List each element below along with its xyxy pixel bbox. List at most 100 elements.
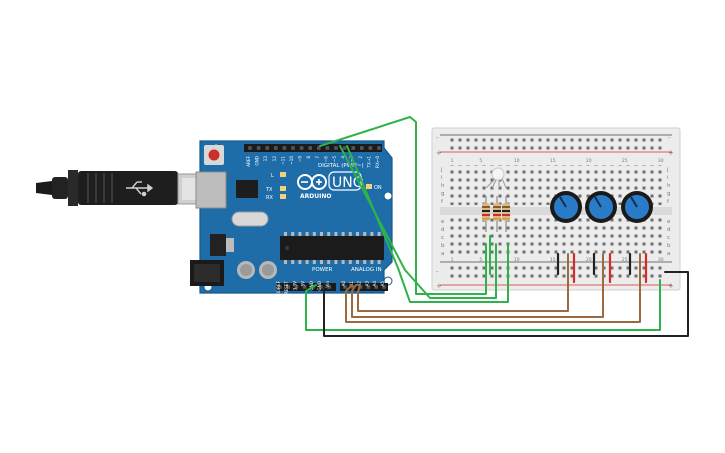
power-pin-hole[interactable] xyxy=(294,285,299,289)
analog-pin-label: A1 xyxy=(349,281,354,287)
digital-pin-hole[interactable] xyxy=(265,146,269,150)
digital-pin-label: 2 xyxy=(358,156,363,159)
power-pin-label: RESET xyxy=(284,281,289,295)
breadboard-row-letter: e xyxy=(667,219,671,225)
breadboard-column-number: 1 xyxy=(451,257,454,263)
power-pin-label: GND xyxy=(309,281,314,291)
brown-wire[interactable] xyxy=(345,253,641,323)
digital-pin-label: ~9 xyxy=(298,156,303,163)
breadboard-column-number: 15 xyxy=(550,158,556,164)
rgb-led[interactable] xyxy=(485,167,507,189)
resistor[interactable] xyxy=(493,196,501,232)
digital-pin-label: 13 xyxy=(263,156,268,162)
resistor[interactable] xyxy=(502,196,510,232)
digital-pin-hole[interactable] xyxy=(248,146,252,150)
digital-pin-label: 8 xyxy=(306,156,311,159)
green-wire[interactable] xyxy=(319,116,487,295)
digital-pin-hole[interactable] xyxy=(342,146,347,150)
potentiometer[interactable] xyxy=(621,191,653,223)
digital-pin-hole[interactable] xyxy=(377,146,381,150)
analog-pin-hole[interactable] xyxy=(358,285,363,289)
breadboard-column-number: 15 xyxy=(550,257,556,263)
l-led-label: L xyxy=(271,173,274,179)
green-wire[interactable] xyxy=(346,145,509,303)
digital-header[interactable] xyxy=(244,144,382,152)
power-pin-hole[interactable] xyxy=(302,285,307,289)
breadboard-row-letter: f xyxy=(667,199,670,205)
analog-pin-hole[interactable] xyxy=(366,285,371,289)
power-pin-hole[interactable] xyxy=(278,285,282,289)
power-pin-label: Vin xyxy=(325,281,330,288)
brown-wire[interactable] xyxy=(357,253,569,312)
resistors[interactable] xyxy=(482,196,510,232)
analog-header[interactable] xyxy=(340,283,388,291)
breadboard-row-letter: i xyxy=(441,175,443,181)
atmega-chip xyxy=(280,232,384,264)
power-pin-hole[interactable] xyxy=(319,285,323,289)
power-pin-hole[interactable] xyxy=(327,285,331,289)
green-wire[interactable] xyxy=(339,145,497,299)
breadboard-column-number: 25 xyxy=(622,158,628,164)
breadboard-row-letter: e xyxy=(441,219,445,225)
digital-pin-label: ~10 xyxy=(289,156,294,165)
voltage-regulator xyxy=(210,234,226,256)
digital-header-label: DIGITAL (PWM~) xyxy=(318,163,364,169)
breadboard-column-number: 5 xyxy=(479,158,482,164)
rail-plus-bottom-right: + xyxy=(668,282,674,290)
l-led xyxy=(280,172,286,177)
breadboard-column-number: 25 xyxy=(622,257,628,263)
usb-chip xyxy=(236,180,258,198)
breadboard-row-letter: d xyxy=(441,227,445,233)
analog-pin-hole[interactable] xyxy=(343,285,347,289)
reset-button[interactable] xyxy=(204,145,224,165)
power-pin-hole[interactable] xyxy=(286,285,290,289)
digital-pin-hole[interactable] xyxy=(368,146,373,150)
analog-pin-hole[interactable] xyxy=(382,285,386,289)
crystal-oscillator xyxy=(231,211,269,227)
analog-pin-hole[interactable] xyxy=(374,285,378,289)
breadboard-row-letter: d xyxy=(667,227,671,233)
digital-pin-hole[interactable] xyxy=(274,146,278,150)
rx-led xyxy=(280,194,286,199)
potentiometer[interactable] xyxy=(585,191,617,223)
rail-minus-top: - xyxy=(436,134,439,142)
bottom-power-rail[interactable] xyxy=(448,266,664,282)
digital-pin-hole[interactable] xyxy=(299,146,304,150)
digital-pin-hole[interactable] xyxy=(256,146,261,150)
potentiometer[interactable] xyxy=(550,191,582,223)
digital-pin-hole[interactable] xyxy=(334,146,338,150)
black-wire[interactable] xyxy=(323,271,689,337)
digital-pin-label: ~6 xyxy=(323,156,328,163)
tx-led xyxy=(280,186,286,191)
digital-pin-hole[interactable] xyxy=(282,146,287,150)
digital-pin-hole[interactable] xyxy=(351,146,355,150)
on-led-label: ON xyxy=(374,185,382,191)
breadboard-row-letter: j xyxy=(666,167,669,173)
digital-pin-hole[interactable] xyxy=(360,146,364,150)
digital-pin-label: ~11 xyxy=(280,156,285,165)
digital-pin-label: 7 xyxy=(315,156,320,159)
digital-pin-hole[interactable] xyxy=(325,146,330,150)
breadboard-row-letter: c xyxy=(667,235,670,241)
breadboard-row-letter: j xyxy=(440,167,443,173)
rail-minus-top-right: - xyxy=(668,134,671,142)
usb-cable[interactable] xyxy=(36,170,207,206)
digital-pin-hole[interactable] xyxy=(291,146,295,150)
rail-plus-top: + xyxy=(436,149,442,157)
wires[interactable] xyxy=(305,116,689,337)
analog-pin-hole[interactable] xyxy=(351,285,355,289)
breadboard-column-number: 30 xyxy=(658,158,664,164)
resistor[interactable] xyxy=(482,196,490,232)
top-power-rail[interactable] xyxy=(448,136,664,152)
breadboard-row-letter: a xyxy=(667,251,670,257)
brown-wire[interactable] xyxy=(351,253,604,318)
on-led xyxy=(366,184,372,189)
green-wire[interactable] xyxy=(305,279,661,331)
digital-pin-hole[interactable] xyxy=(317,146,321,150)
dc-power-jack xyxy=(190,260,224,286)
lower-terminal-strip[interactable] xyxy=(448,217,664,257)
digital-pin-hole[interactable] xyxy=(308,146,312,150)
breadboard-row-letter: f xyxy=(441,199,444,205)
analog-pin-label: A4 xyxy=(372,281,377,287)
